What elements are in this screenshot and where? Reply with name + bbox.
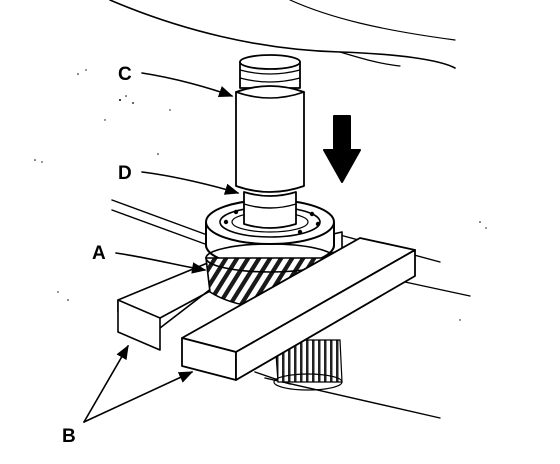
press-ram-housing [109,0,456,69]
leader-lines [83,72,240,423]
press-shaft [239,54,301,89]
support-block-front [181,237,416,381]
arrow-down-icon [323,115,361,183]
lower-gear [273,339,343,391]
callout-c: C [118,64,132,85]
scan-noise [34,69,487,321]
callout-d: D [118,163,132,184]
driver-tool [235,85,305,193]
callout-b: B [62,426,76,447]
attachment [243,191,297,229]
callout-a: A [92,243,106,264]
